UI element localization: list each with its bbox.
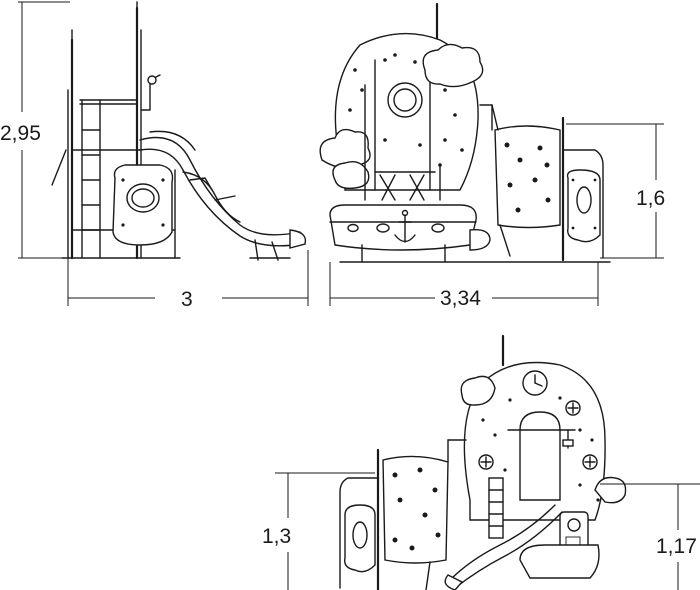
rear-view — [339, 334, 627, 590]
dimension-label-front-height: 1,6 — [636, 187, 665, 210]
dimension-side-width: 3 — [67, 250, 309, 311]
dimension-label-rear-left-height: 1,3 — [262, 525, 291, 548]
dimension-front-width: 3,34 — [329, 262, 599, 310]
dimension-label-side-width: 3 — [181, 288, 193, 311]
dimension-front-height: 1,6 — [566, 123, 665, 259]
side-view — [51, 1, 307, 261]
dimension-label-front-width: 3,34 — [440, 287, 481, 310]
dimension-label-side-height: 2,95 — [0, 122, 41, 145]
dimension-rear-left-height: 1,3 — [262, 472, 375, 590]
dimension-rear-right-height: 1,17 — [600, 483, 700, 590]
dimension-side-height: 2,95 — [0, 1, 70, 259]
dimension-label-rear-right-height: 1,17 — [656, 535, 697, 558]
front-view — [319, 2, 611, 263]
